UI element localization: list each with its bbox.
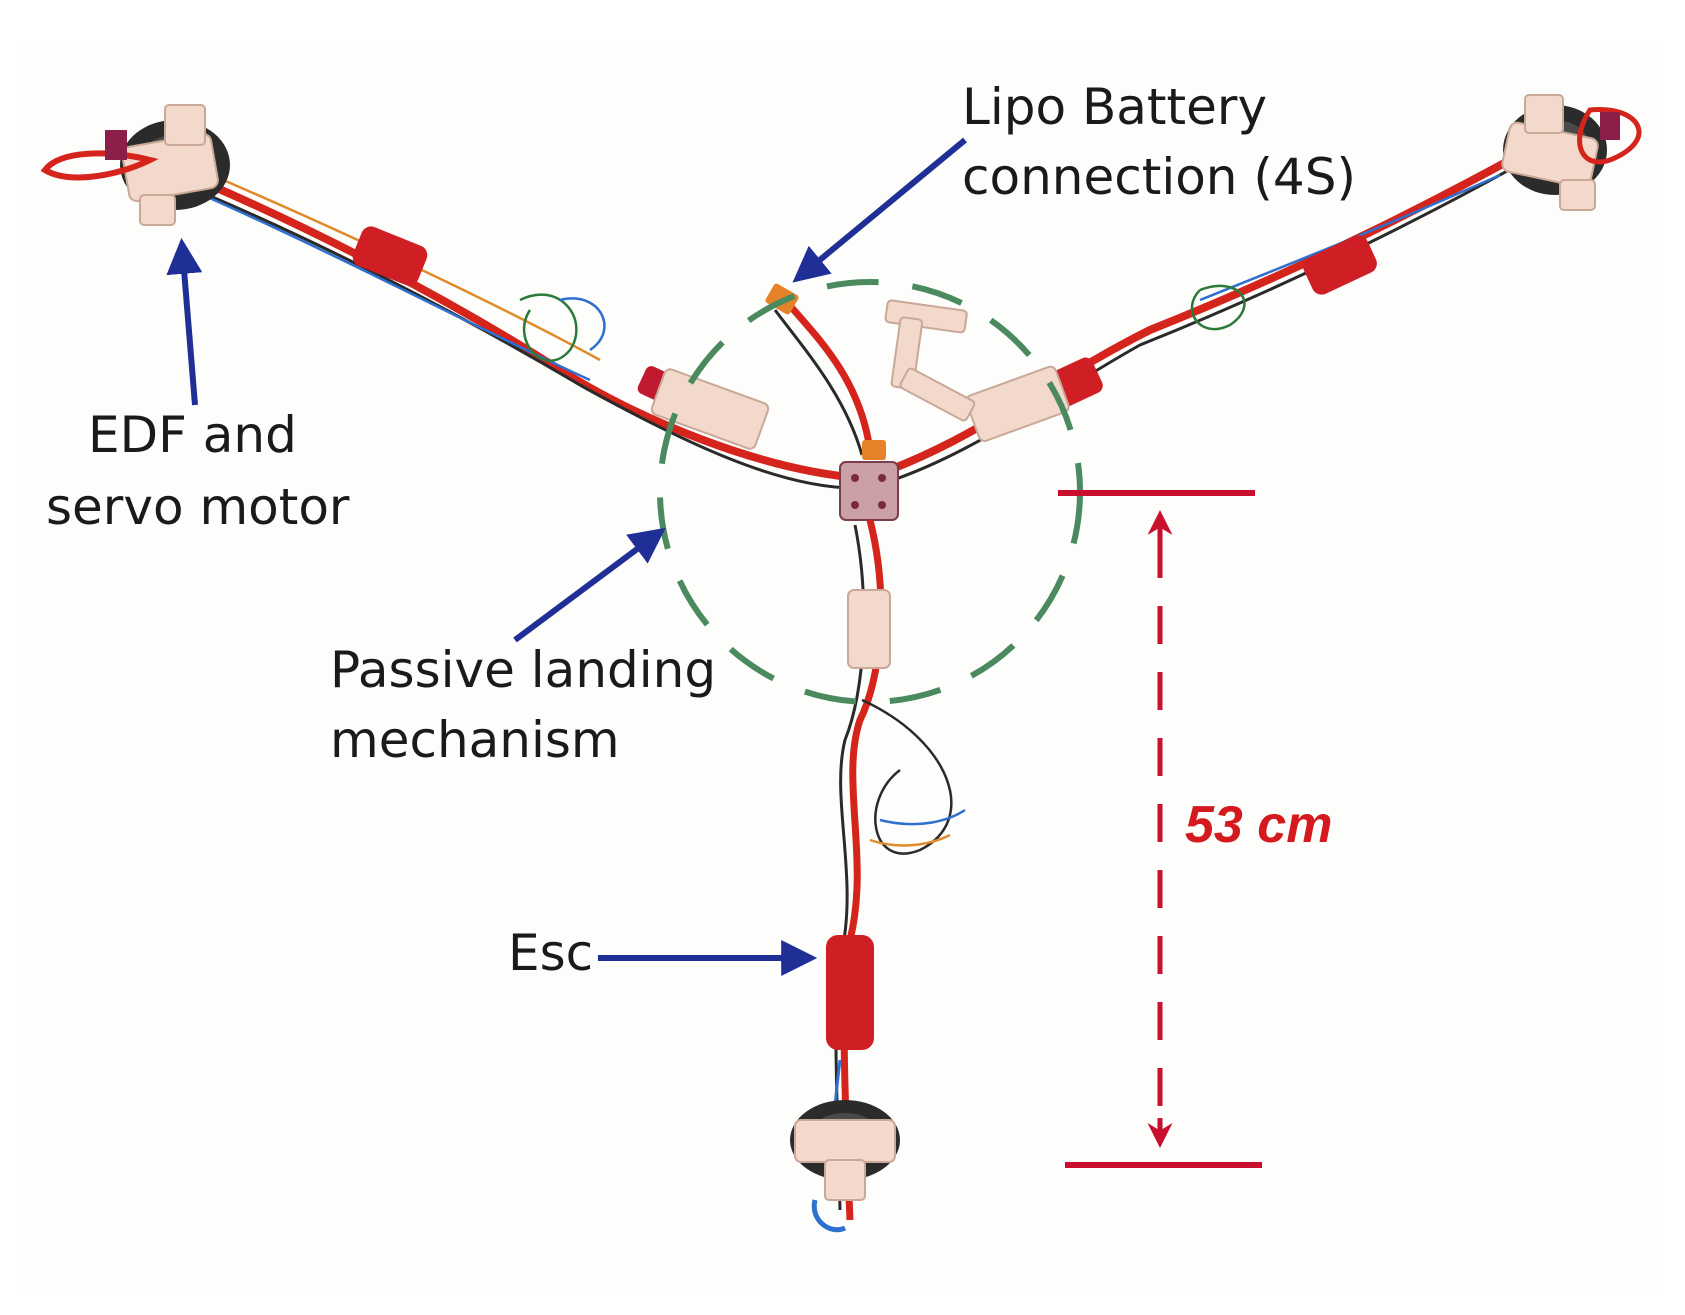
right-edf-unit [1501, 94, 1642, 211]
left-arm [40, 104, 864, 490]
edf-label: EDF and [88, 400, 297, 470]
battery-label-line-1: Lipo Battery [962, 78, 1268, 136]
left-esc [352, 226, 428, 286]
landing-label-line-1: Passive landing [330, 641, 717, 699]
bottom-edf-unit [790, 1100, 900, 1233]
dimension-label: 53 cm [1185, 796, 1333, 854]
landing-label: Passive landing mechanism [330, 635, 716, 775]
bottom-arm [790, 519, 966, 1233]
right-arm [856, 94, 1642, 492]
dimension-indicator [1058, 490, 1262, 1168]
battery-label: Lipo Battery connection (4S) [962, 72, 1356, 212]
landing-leg [884, 299, 976, 422]
right-servo-mount [965, 365, 1070, 442]
esc-label: Esc [508, 924, 594, 982]
battery-arrow [792, 137, 967, 283]
left-edf-unit [40, 104, 230, 226]
edf-arrow [166, 237, 203, 406]
landing-label-line-2: mechanism [330, 711, 620, 769]
edf-label-2: servo motor [46, 472, 350, 542]
flight-controller [839, 461, 899, 521]
edf-label-line-1: EDF and [88, 406, 297, 464]
edf-label-line-2: servo motor [46, 478, 350, 536]
bottom-esc [826, 935, 874, 1050]
battery-label-line-2: connection (4S) [962, 148, 1356, 206]
landing-arrow [513, 527, 666, 643]
right-esc [1303, 235, 1377, 295]
bottom-servo-mount [847, 589, 891, 669]
left-servo-mount [650, 368, 770, 450]
